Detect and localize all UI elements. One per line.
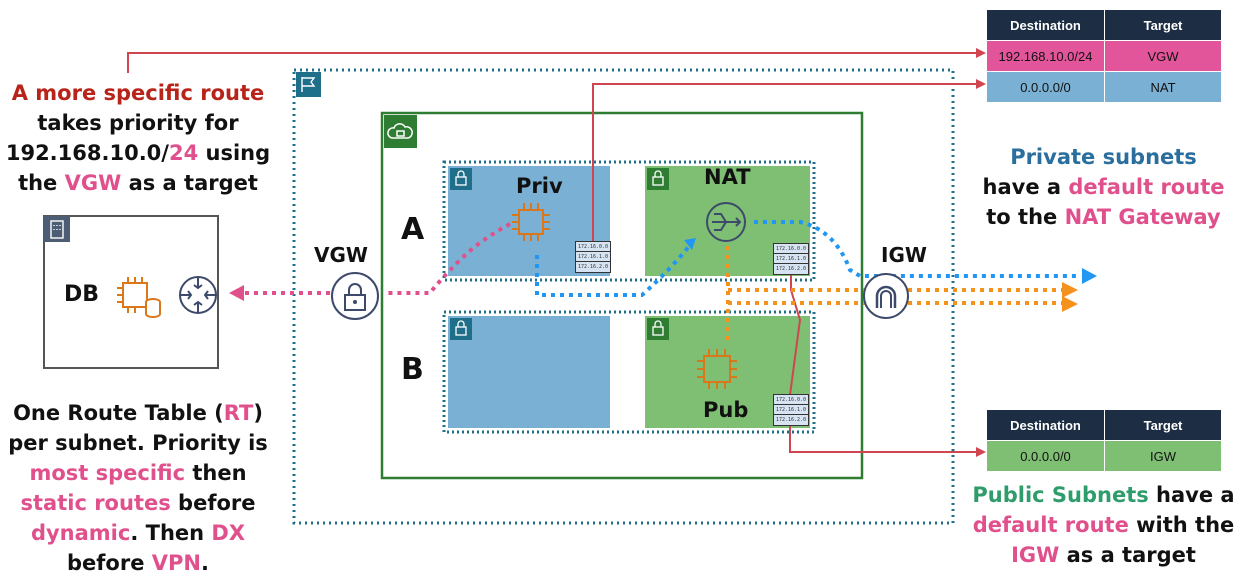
rt-header-destination: Destination — [987, 410, 1105, 441]
vgw-icon — [331, 272, 379, 320]
priv-instance-icon — [512, 203, 550, 241]
mini-route-table-pub: 172.16.0.0 172.16.1.0 172.16.2.0 — [773, 394, 809, 426]
az-a-boundary — [442, 160, 816, 282]
rt-cell: 0.0.0.0/0 — [987, 72, 1105, 103]
onprem-box — [43, 215, 219, 369]
igw-label: IGW — [881, 243, 927, 267]
igw-traffic-path — [726, 246, 1062, 345]
private-route-table: Destination Target 192.168.10.0/24 VGW 0… — [987, 10, 1222, 103]
lock-icon-pub-b — [647, 318, 669, 340]
mini-route-table-priv: 172.16.0.0 172.16.1.0 172.16.2.0 — [575, 241, 611, 273]
cloud-icon — [387, 123, 413, 139]
rt-cell: 0.0.0.0/0 — [987, 441, 1105, 472]
public-route-table: Destination Target 0.0.0.0/0 IGW — [987, 410, 1222, 472]
lock-icon-priv-a — [450, 168, 472, 190]
rt-cell: 192.168.10.0/24 — [987, 41, 1105, 72]
nat-gateway-icon — [706, 202, 746, 242]
specific-route-note: A more specific route takes priority for… — [5, 81, 271, 195]
rt-header-destination: Destination — [987, 10, 1105, 41]
vgw-traffic-path — [240, 222, 511, 295]
nat-traffic-path — [535, 220, 1080, 297]
route-priority-note: One Route Table (RT) per subnet. Priorit… — [8, 401, 268, 575]
rt-cell: IGW — [1105, 441, 1222, 472]
route-line-priv-rt — [592, 83, 978, 242]
lock-icon-priv-b — [450, 318, 472, 340]
region-boundary — [292, 68, 955, 525]
db-label: DB — [64, 282, 100, 307]
az-b-boundary — [442, 310, 816, 434]
mini-route-table-nat: 172.16.0.0 172.16.1.0 172.16.2.0 — [773, 243, 809, 275]
private-subnets-note: Private subnets have a default route to … — [982, 145, 1225, 229]
flag-icon — [301, 77, 316, 92]
private-subnet-b — [448, 316, 610, 428]
lock-icon-pub-a — [647, 168, 669, 190]
building-icon — [50, 220, 64, 239]
route-line-pub-rt — [789, 275, 978, 453]
rt-cell: NAT — [1105, 72, 1222, 103]
region-icon-bg — [296, 72, 321, 97]
vgw-label: VGW — [314, 243, 368, 267]
vpc-boundary — [380, 111, 864, 480]
db-instance-icon — [117, 277, 161, 318]
igw-icon — [863, 273, 909, 319]
route-line-specific — [127, 52, 978, 73]
pub-label: Pub — [703, 398, 749, 422]
priv-label: Priv — [516, 174, 563, 198]
rt-header-target: Target — [1105, 410, 1222, 441]
az-a-label: A — [401, 212, 425, 247]
rt-header-target: Target — [1105, 10, 1222, 41]
rt-cell: VGW — [1105, 41, 1222, 72]
pub-instance-icon — [697, 349, 737, 389]
router-icon — [179, 276, 217, 314]
az-b-label: B — [401, 352, 424, 387]
nat-label: NAT — [704, 165, 751, 189]
public-subnets-note: Public Subnets have a default route with… — [972, 483, 1235, 567]
